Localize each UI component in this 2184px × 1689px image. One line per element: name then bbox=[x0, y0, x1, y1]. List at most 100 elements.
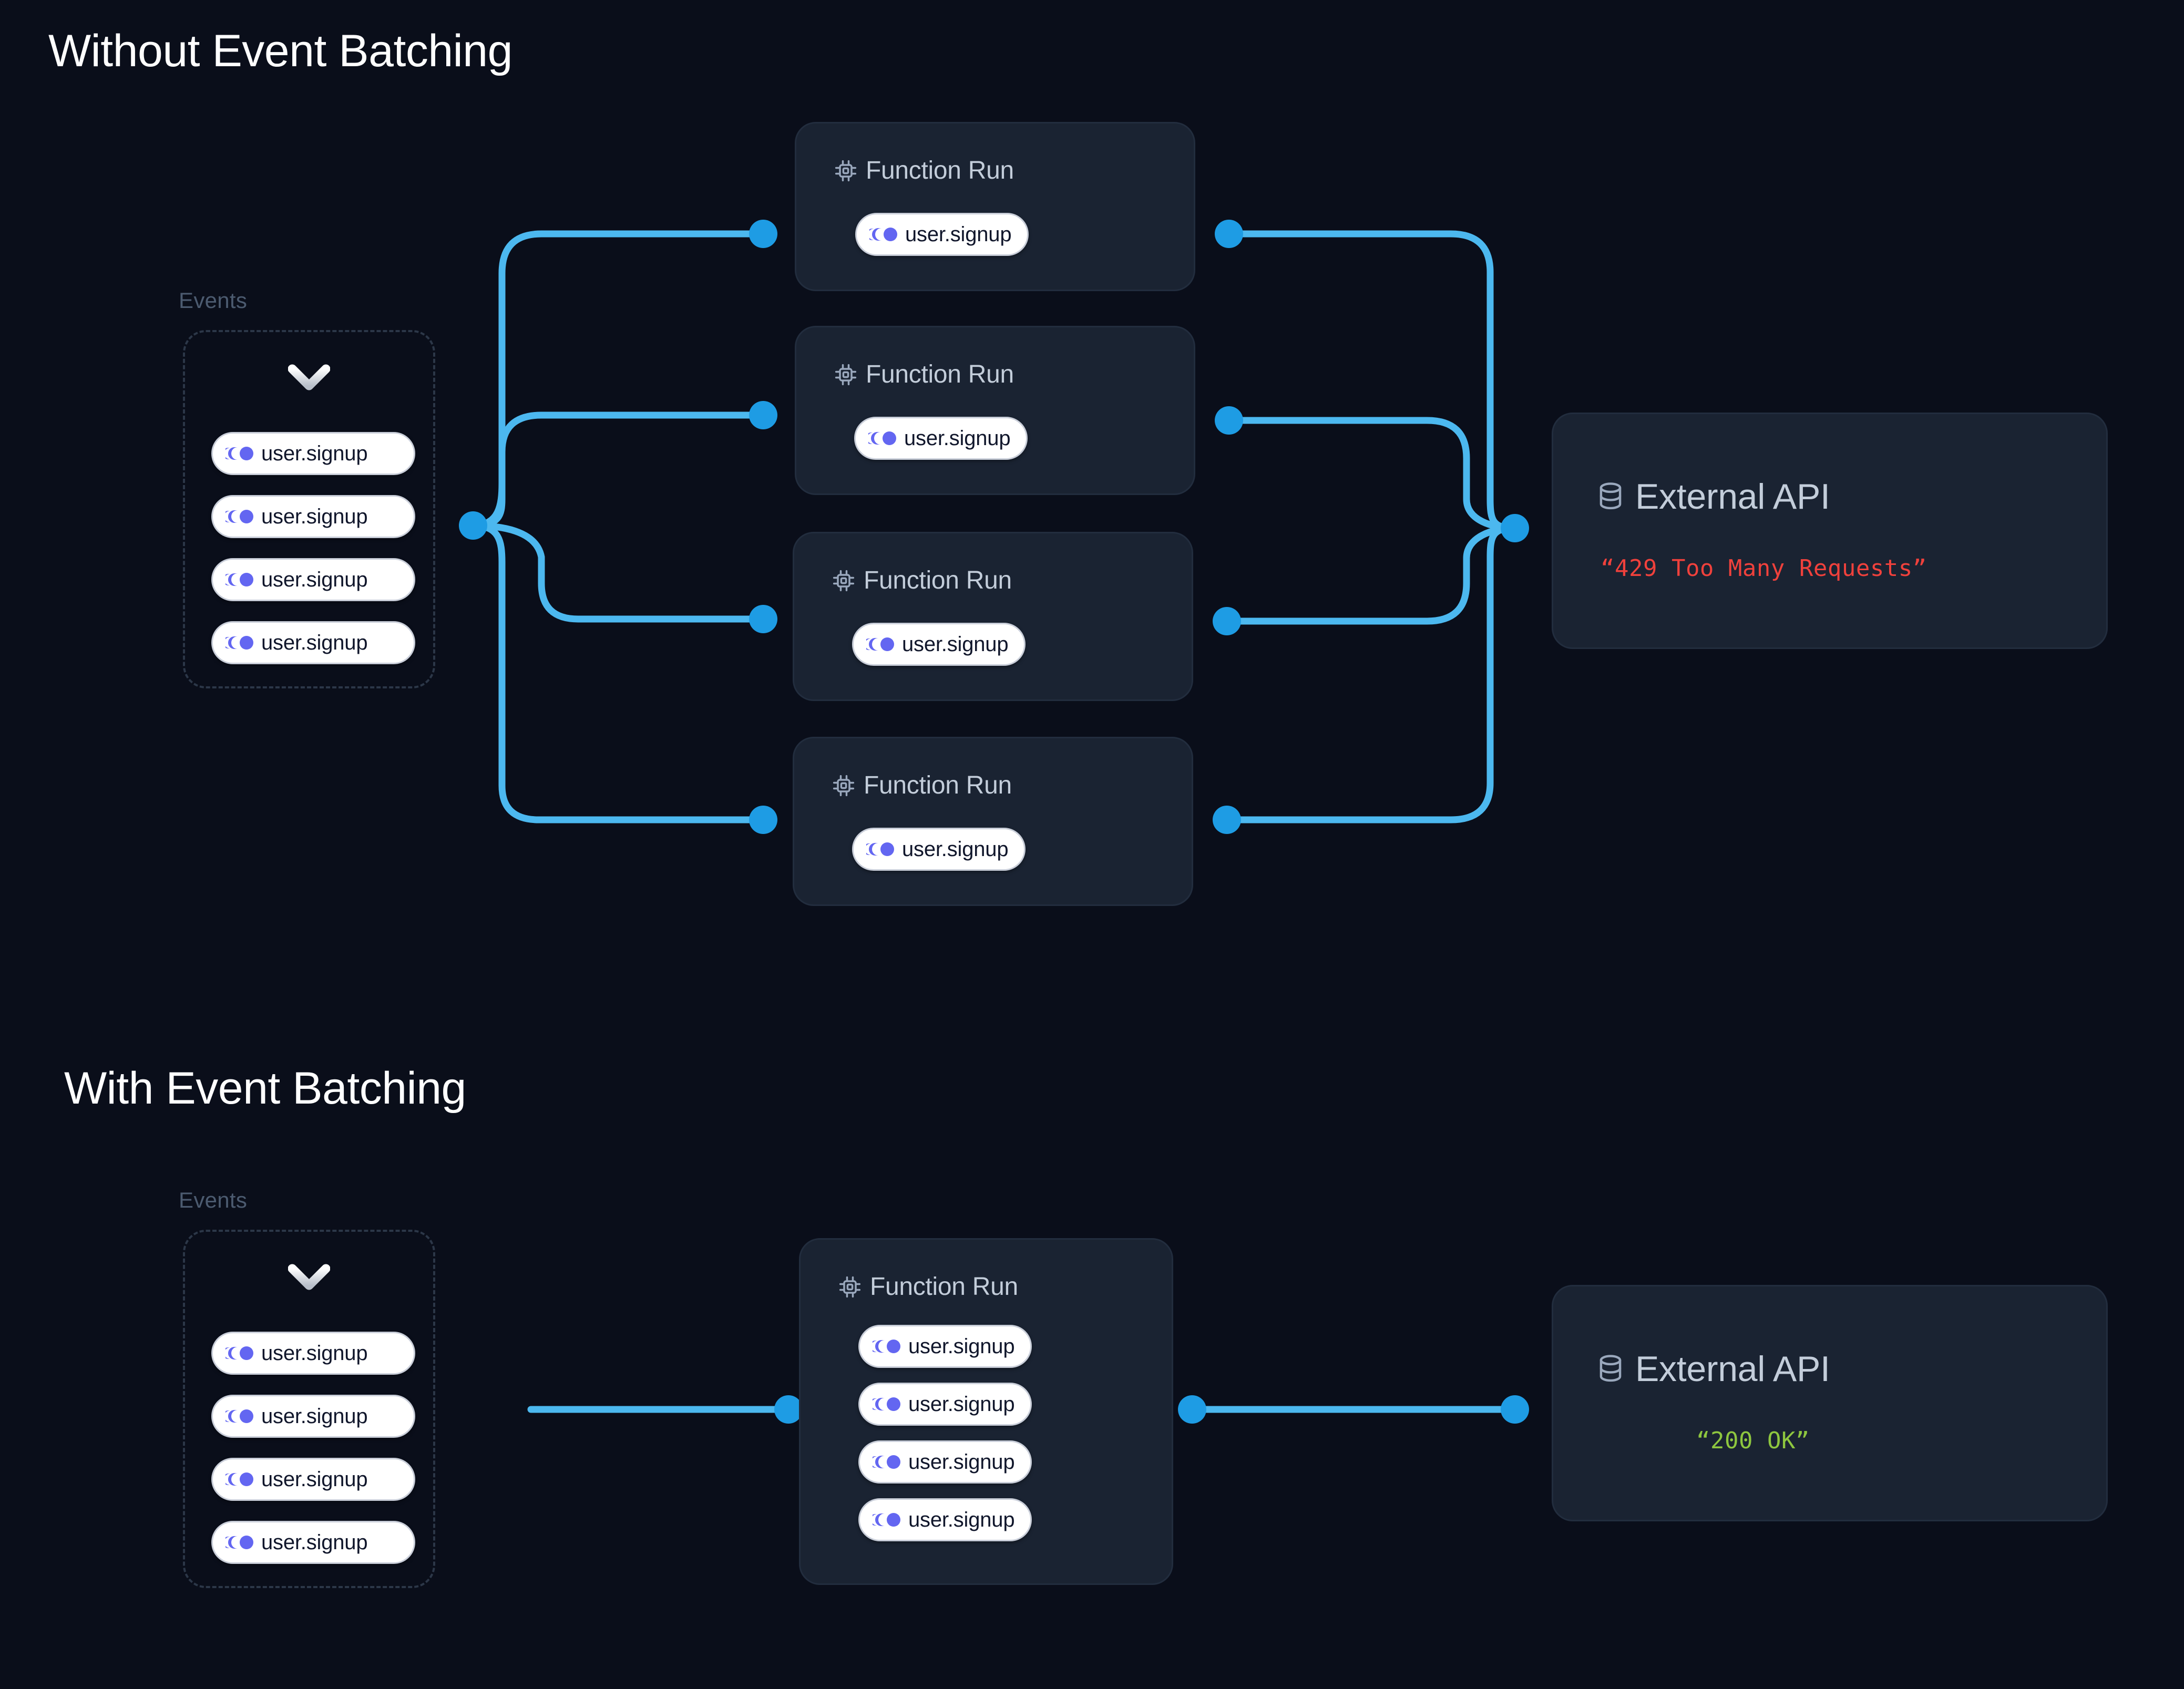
wire-hub-to-fn1 bbox=[469, 230, 768, 529]
event-trail-icon bbox=[225, 509, 254, 524]
event-pill[interactable]: user.signup bbox=[854, 417, 1028, 460]
card-title: Function Run bbox=[866, 157, 1014, 184]
node-fn4-output bbox=[1213, 806, 1241, 834]
wire-hub-to-fn2 bbox=[469, 411, 768, 529]
cpu-chip-icon bbox=[832, 569, 855, 592]
cpu-chip-icon bbox=[832, 774, 855, 797]
event-trail-icon bbox=[225, 1408, 254, 1424]
event-pill-label: user.signup bbox=[261, 504, 368, 528]
event-pill[interactable]: user.signup bbox=[858, 1498, 1032, 1541]
event-pill[interactable]: user.signup bbox=[852, 828, 1026, 871]
event-pill[interactable]: user.signup bbox=[211, 1521, 415, 1564]
status-badge: “429 Too Many Requests” bbox=[1601, 555, 1927, 582]
card-title: Function Run bbox=[864, 771, 1012, 799]
external-api-card[interactable]: External API “200 OK” bbox=[1552, 1285, 2108, 1521]
function-run-card[interactable]: Function Run user.signup user.signup bbox=[799, 1238, 1173, 1585]
event-pill[interactable]: user.signup bbox=[211, 495, 415, 538]
database-icon bbox=[1594, 480, 1627, 513]
events-label: Events bbox=[179, 1188, 248, 1212]
section-title-without-batching: Without Event Batching bbox=[48, 26, 512, 76]
event-pill[interactable]: user.signup bbox=[211, 558, 415, 601]
event-pill-label: user.signup bbox=[908, 1334, 1015, 1358]
chevron-down-icon bbox=[288, 364, 331, 395]
event-trail-icon bbox=[225, 1471, 254, 1487]
event-trail-icon bbox=[225, 1345, 254, 1361]
event-pill-label: user.signup bbox=[261, 1404, 368, 1428]
function-run-card[interactable]: Function Run user.signup bbox=[793, 737, 1193, 906]
event-pill-label: user.signup bbox=[905, 222, 1012, 246]
event-pill-label: user.signup bbox=[261, 441, 368, 465]
card-title: External API bbox=[1635, 1349, 1830, 1389]
event-pill-label: user.signup bbox=[908, 1508, 1015, 1531]
event-trail-icon bbox=[225, 1534, 254, 1550]
wire-fn2-to-api bbox=[1229, 417, 1517, 532]
node-api-input-bottom bbox=[1501, 1395, 1529, 1424]
wire-fn1-to-api bbox=[1229, 230, 1517, 532]
event-pill[interactable]: user.signup bbox=[211, 432, 415, 475]
event-pill[interactable]: user.signup bbox=[211, 1395, 415, 1438]
card-header: External API bbox=[1594, 1348, 1830, 1389]
event-pill-label: user.signup bbox=[261, 1467, 368, 1491]
wire-fn4-to-api bbox=[1221, 524, 1517, 823]
external-api-card[interactable]: External API “429 Too Many Requests” bbox=[1552, 413, 2108, 649]
event-trail-icon bbox=[866, 841, 895, 857]
node-fn3-input bbox=[749, 605, 777, 633]
card-title: External API bbox=[1635, 477, 1830, 517]
event-pill-label: user.signup bbox=[902, 837, 1009, 861]
node-fn1-input bbox=[749, 220, 777, 248]
event-pill-label: user.signup bbox=[902, 632, 1009, 656]
events-dashed-container: user.signup user.signup bbox=[183, 330, 435, 688]
event-pill-label: user.signup bbox=[261, 1341, 368, 1365]
database-icon bbox=[1594, 1353, 1627, 1385]
event-pill-label: user.signup bbox=[261, 1530, 368, 1554]
chevron-down-icon bbox=[288, 1263, 331, 1294]
event-pill[interactable]: user.signup bbox=[858, 1383, 1032, 1426]
card-header: Function Run bbox=[832, 566, 1012, 595]
event-pill-label: user.signup bbox=[908, 1450, 1015, 1474]
event-pill-label: user.signup bbox=[908, 1392, 1015, 1416]
event-trail-icon bbox=[866, 636, 895, 652]
event-pill[interactable]: user.signup bbox=[858, 1440, 1032, 1484]
node-fn2-input bbox=[749, 401, 777, 429]
node-fn4-input bbox=[749, 806, 777, 834]
card-title: Function Run bbox=[870, 1273, 1018, 1301]
events-dashed-container: user.signup user.signup bbox=[183, 1230, 435, 1588]
node-fn2-output bbox=[1215, 406, 1243, 435]
wire-hub-to-fn4 bbox=[469, 522, 768, 823]
card-header: Function Run bbox=[834, 156, 1014, 185]
card-header: Function Run bbox=[832, 771, 1012, 800]
event-trail-icon bbox=[873, 1396, 901, 1412]
wire-hub-to-fn3 bbox=[469, 522, 768, 623]
event-pill[interactable]: user.signup bbox=[211, 621, 415, 664]
function-run-card[interactable]: Function Run user.signup bbox=[793, 532, 1193, 701]
events-label: Events bbox=[179, 288, 248, 313]
cpu-chip-icon bbox=[834, 363, 857, 386]
function-run-card[interactable]: Function Run user.signup bbox=[795, 326, 1195, 495]
section-title-with-batching: With Event Batching bbox=[64, 1063, 466, 1114]
event-trail-icon bbox=[868, 430, 897, 446]
event-trail-icon bbox=[225, 572, 254, 588]
event-pill-label: user.signup bbox=[904, 426, 1011, 450]
event-pill[interactable]: user.signup bbox=[855, 213, 1029, 256]
status-badge: “200 OK” bbox=[1696, 1427, 1810, 1454]
node-fn-batched-input bbox=[774, 1395, 803, 1424]
event-trail-icon bbox=[225, 446, 254, 461]
cpu-chip-icon bbox=[834, 159, 857, 182]
function-run-card[interactable]: Function Run user.signup bbox=[795, 122, 1195, 291]
node-events-hub-top bbox=[459, 511, 487, 540]
event-trail-icon bbox=[873, 1338, 901, 1354]
event-pill-label: user.signup bbox=[261, 568, 368, 591]
event-pill[interactable]: user.signup bbox=[858, 1325, 1032, 1368]
event-pill[interactable]: user.signup bbox=[211, 1458, 415, 1501]
event-pill[interactable]: user.signup bbox=[852, 623, 1026, 666]
node-fn-batched-output bbox=[1178, 1395, 1206, 1424]
card-title: Function Run bbox=[866, 361, 1014, 388]
event-pill[interactable]: user.signup bbox=[211, 1332, 415, 1375]
card-title: Function Run bbox=[864, 567, 1012, 594]
event-trail-icon bbox=[225, 635, 254, 651]
event-trail-icon bbox=[873, 1512, 901, 1528]
node-fn3-output bbox=[1213, 607, 1241, 635]
card-header: Function Run bbox=[838, 1272, 1018, 1301]
node-fn1-output bbox=[1215, 220, 1243, 248]
